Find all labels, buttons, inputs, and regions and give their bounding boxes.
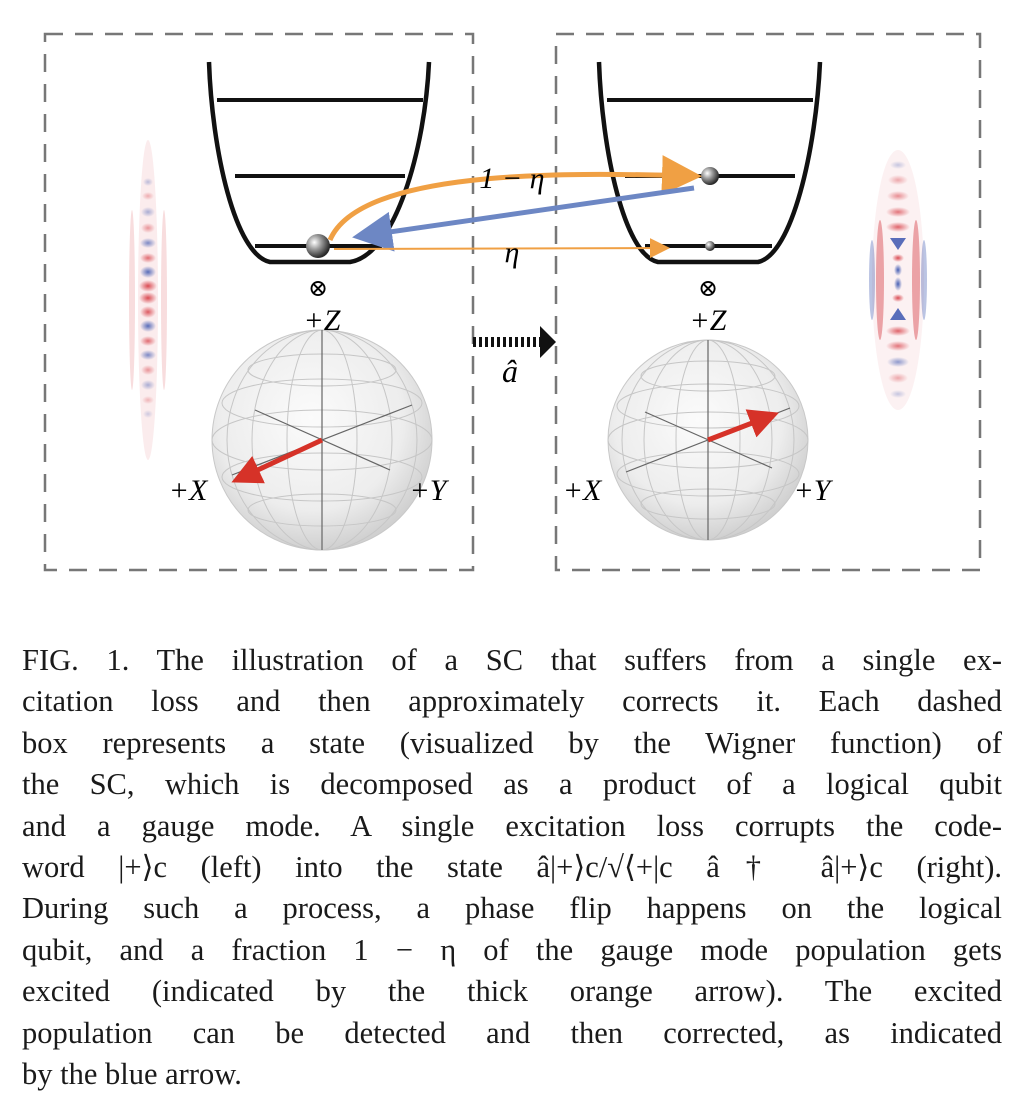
right-wigner-function bbox=[869, 150, 927, 410]
left-z-axis-label: +Z bbox=[304, 304, 341, 337]
operator-arrow bbox=[473, 326, 556, 358]
left-state-box bbox=[43, 32, 475, 572]
operator-label: â bbox=[502, 353, 518, 389]
right-ground-population-ball bbox=[705, 241, 715, 251]
left-bloch-vector bbox=[231, 437, 324, 484]
caption-line: by the blue arrow. bbox=[22, 1057, 242, 1092]
thin-orange-arrow bbox=[333, 238, 670, 259]
right-state-box bbox=[554, 32, 982, 572]
caption-line: qubit, and a fraction 1 − η of the gauge… bbox=[22, 932, 1002, 967]
caption-line: box represents a state (visualized by th… bbox=[22, 725, 1002, 760]
caption-line: population can be detected and then corr… bbox=[22, 1015, 1002, 1050]
caption-line: word |+⟩c (left) into the state â|+⟩c/√⟨… bbox=[22, 850, 1002, 885]
caption-line: excited (indicated by the thick orange a… bbox=[22, 974, 1002, 1009]
caption-line: the SC, which is decomposed as a product… bbox=[22, 767, 1002, 802]
right-bloch-sphere bbox=[607, 339, 809, 541]
thick-orange-arrow bbox=[327, 155, 702, 242]
thick-arrow-label: 1 − η bbox=[479, 162, 544, 195]
left-x-axis-label: +X bbox=[169, 474, 209, 507]
right-zero-level-marker: ⊗ bbox=[698, 276, 718, 302]
figure-caption: FIG. 1. The illustration of a SC that su… bbox=[22, 640, 1002, 1095]
right-bloch-vector bbox=[707, 409, 779, 443]
left-y-axis-label: +Y bbox=[410, 474, 450, 507]
caption-line: During such a process, a phase flip happ… bbox=[22, 891, 1002, 926]
left-wigner-function bbox=[129, 140, 167, 460]
left-bloch-sphere bbox=[211, 329, 433, 551]
right-excited-population-ball bbox=[701, 167, 719, 185]
caption-line: citation loss and then approximately cor… bbox=[22, 684, 1002, 719]
caption-line: FIG. 1. The illustration of a SC that su… bbox=[22, 643, 1002, 677]
right-z-axis-label: +Z bbox=[690, 304, 727, 337]
left-ground-population-ball bbox=[306, 234, 330, 258]
left-zero-level-marker: ⊗ bbox=[308, 276, 328, 302]
figure-1-illustration: ⊗ +Z +X +Y ⊗ bbox=[43, 32, 982, 572]
blue-correction-arrow bbox=[352, 185, 695, 252]
right-harmonic-potential bbox=[596, 61, 823, 265]
caption-line: and a gauge mode. A single excitation lo… bbox=[22, 808, 1002, 843]
thin-arrow-label: η bbox=[505, 236, 520, 269]
right-x-axis-label: +X bbox=[563, 474, 603, 507]
right-y-axis-label: +Y bbox=[794, 474, 834, 507]
